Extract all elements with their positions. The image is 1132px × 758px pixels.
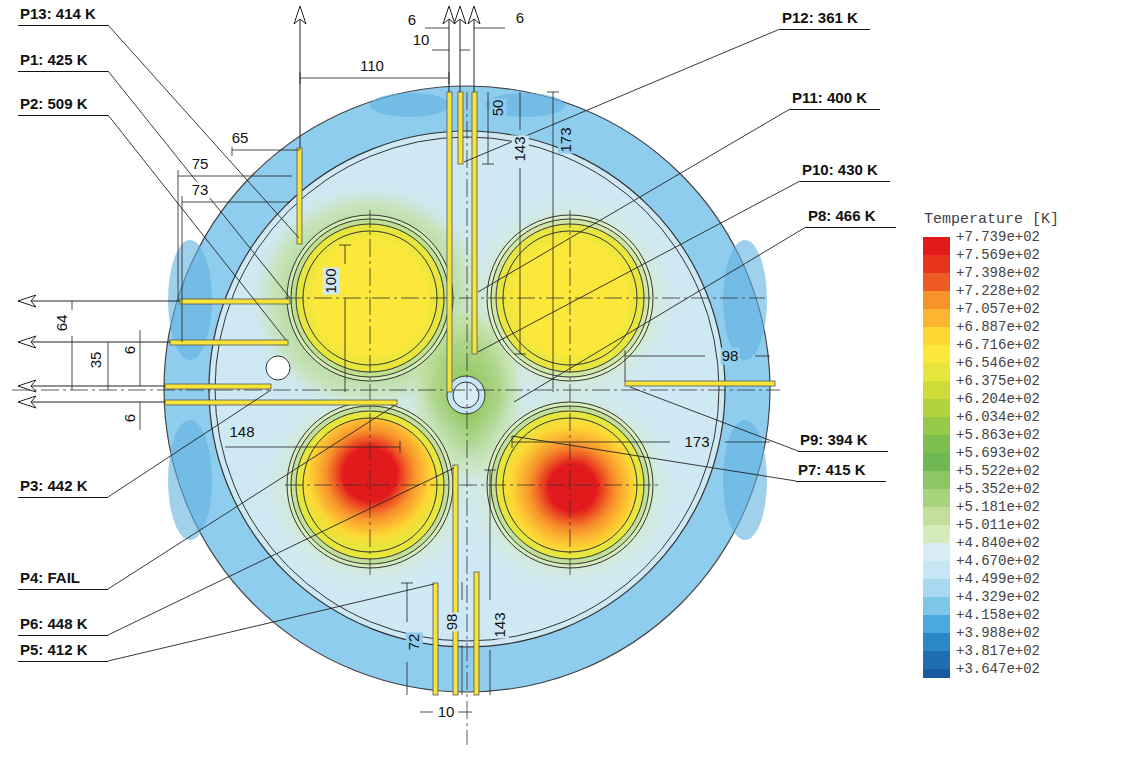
legend-value: +3.817e+02 [956, 644, 1040, 658]
dimension-value: 173 [558, 126, 575, 153]
legend-swatch [923, 363, 950, 381]
probe-callout: P1: 425 K [18, 52, 108, 72]
dimension-value: 75 [191, 156, 210, 173]
legend-value: +4.499e+02 [956, 572, 1040, 586]
legend-value: +5.693e+02 [956, 446, 1040, 460]
legend-swatch [923, 273, 950, 291]
legend-swatch [923, 381, 950, 399]
probe-callout: P3: 442 K [18, 478, 108, 498]
legend-value: +7.569e+02 [956, 248, 1040, 262]
legend-swatch [923, 543, 950, 561]
dimension-value: 10 [437, 704, 456, 721]
legend-value: +4.329e+02 [956, 590, 1040, 604]
legend-swatch [923, 417, 950, 435]
dimension-value: 6 [407, 12, 417, 29]
legend-swatch [923, 615, 950, 633]
legend-value: +4.670e+02 [956, 554, 1040, 568]
dimension-value: 73 [191, 182, 210, 199]
legend-value: +7.228e+02 [956, 284, 1040, 298]
legend-swatch [923, 633, 950, 651]
probe-callout: P12: 361 K [780, 10, 870, 30]
legend-value: +7.398e+02 [956, 266, 1040, 280]
legend-value: +6.375e+02 [956, 374, 1040, 388]
legend-swatch [923, 525, 950, 543]
legend-swatch [923, 435, 950, 453]
dimension-value: 64 [54, 314, 71, 333]
legend-swatch [923, 399, 950, 417]
legend-value: +6.546e+02 [956, 356, 1040, 370]
legend-swatch [923, 237, 950, 255]
legend-swatch [923, 327, 950, 345]
legend-swatch [923, 291, 950, 309]
legend-value: +4.840e+02 [956, 536, 1040, 550]
dimension-value: 50 [490, 99, 507, 118]
probe-callout: P5: 412 K [18, 642, 108, 662]
probe-callout: P13: 414 K [18, 6, 108, 26]
legend-value: +4.158e+02 [956, 608, 1040, 622]
legend-value: +6.887e+02 [956, 320, 1040, 334]
legend-value: +5.011e+02 [956, 518, 1040, 532]
legend-swatch [923, 651, 950, 669]
dimension-value: 10 [412, 32, 431, 49]
dimension-value: 148 [228, 424, 255, 441]
dimension-value: 98 [721, 348, 740, 365]
legend-swatch [923, 255, 950, 273]
legend-value: +6.204e+02 [956, 392, 1040, 406]
legend-swatch [923, 489, 950, 507]
dimension-value: 72 [406, 633, 423, 652]
legend-value: +3.988e+02 [956, 626, 1040, 640]
legend-swatch [923, 507, 950, 525]
legend-swatch [923, 453, 950, 471]
legend-value: +5.181e+02 [956, 500, 1040, 514]
dimension-value: 110 [359, 58, 385, 75]
legend-value: +6.716e+02 [956, 338, 1040, 352]
probe-callout: P2: 509 K [18, 96, 108, 116]
dimension-value: 100 [323, 267, 340, 294]
legend-value: +5.352e+02 [956, 482, 1040, 496]
legend-swatch [923, 345, 950, 363]
dimension-value: 173 [683, 434, 710, 451]
dimension-value: 65 [231, 130, 250, 147]
legend-value: +5.863e+02 [956, 428, 1040, 442]
legend-swatch [923, 669, 950, 678]
probe-callout: P7: 415 K [796, 462, 886, 482]
dimension-value: 143 [512, 135, 529, 162]
legend-swatch [923, 579, 950, 597]
legend-swatch [923, 471, 950, 489]
legend-value: +6.034e+02 [956, 410, 1040, 424]
dimension-value: 98 [444, 613, 461, 632]
legend-value: +5.522e+02 [956, 464, 1040, 478]
probe-callout: P11: 400 K [790, 90, 880, 110]
probe-callout: P10: 430 K [800, 162, 890, 182]
probe-callout: P6: 448 K [18, 616, 108, 636]
legend-title: Temperature [K] [924, 212, 1059, 229]
dimension-value: 35 [88, 351, 105, 370]
probe-callout: P4: FAIL [18, 570, 108, 590]
probe-callout: P9: 394 K [798, 432, 888, 452]
legend-value: +7.057e+02 [956, 302, 1040, 316]
probe-callout: P8: 466 K [806, 208, 896, 228]
legend-swatch [923, 561, 950, 579]
legend-swatch [923, 597, 950, 615]
legend-swatch [923, 309, 950, 327]
dimension-value: 6 [122, 413, 139, 423]
dimension-value: 6 [515, 10, 525, 27]
dimension-value: 6 [122, 345, 139, 355]
legend-value: +3.647e+02 [956, 662, 1040, 676]
dimension-value: 143 [492, 611, 509, 638]
legend-value: +7.739e+02 [956, 230, 1040, 244]
